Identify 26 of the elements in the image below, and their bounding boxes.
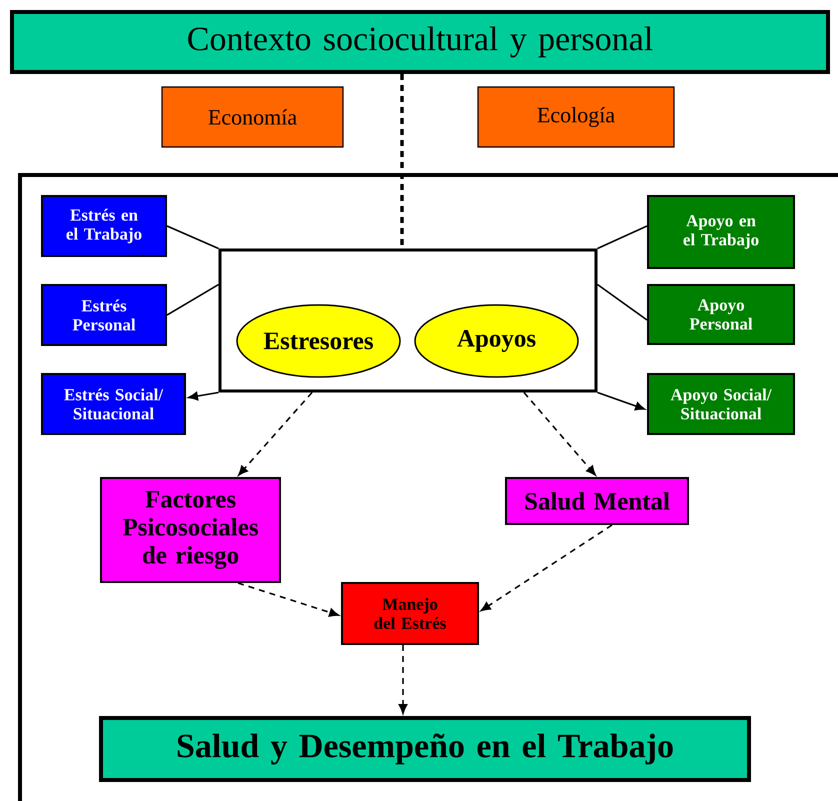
support-box: Apoyo en el Trabajo: [647, 195, 795, 269]
support-box: Apoyo Social/ Situacional: [647, 373, 795, 435]
connector-line: [166, 225, 219, 250]
factor-box: Salud Mental: [505, 477, 689, 525]
title-box: Contexto sociocultural y personal: [10, 10, 830, 74]
result-box: Salud y Desempeño en el Trabajo: [99, 716, 751, 782]
arrow: [188, 392, 219, 400]
ellipse-node: Apoyos: [414, 304, 579, 378]
arrow: [238, 392, 313, 476]
stress-box: Estrés Social/ Situacional: [41, 373, 186, 435]
arrow: [597, 392, 645, 410]
stress-box: Estrés Personal: [41, 284, 167, 346]
connector-line: [166, 284, 219, 316]
arrow: [523, 392, 596, 476]
factor-box: Economía: [161, 86, 344, 148]
arrow: [480, 524, 612, 612]
process-box: Manejo del Estrés: [341, 582, 479, 645]
connector-line: [597, 284, 648, 321]
connector-line: [597, 225, 648, 250]
arrow: [238, 582, 339, 617]
ellipse-node: Estresores: [236, 304, 401, 378]
factor-box: Factores Psicosociales de riesgo: [100, 477, 281, 583]
stress-box: Estrés en el Trabajo: [41, 195, 167, 257]
support-box: Apoyo Personal: [647, 284, 795, 345]
factor-box: Ecología: [477, 86, 675, 148]
arrow: [398, 645, 408, 714]
